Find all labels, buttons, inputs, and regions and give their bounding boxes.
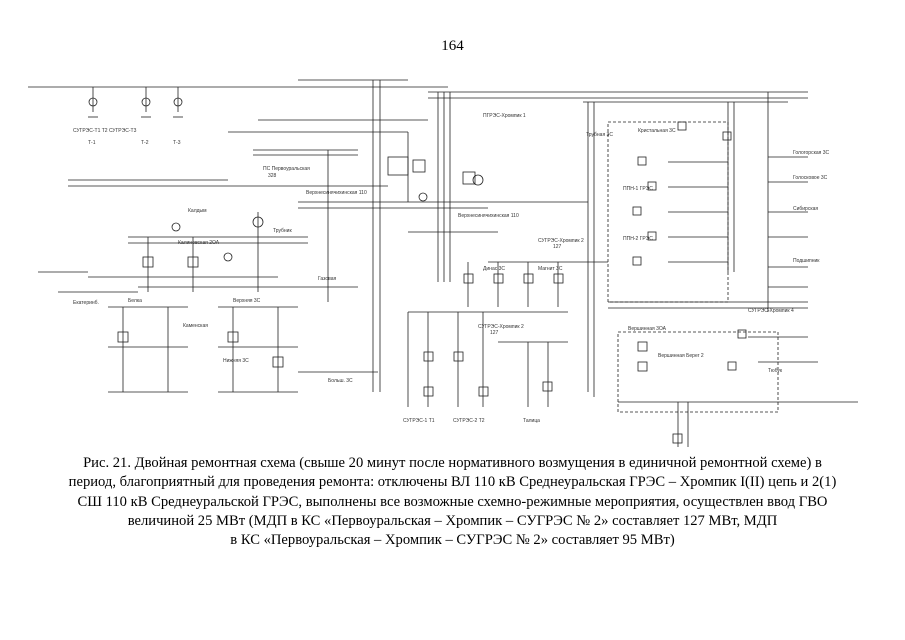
schematic-label: Талица (523, 418, 540, 424)
schematic-label: Белка (128, 298, 142, 304)
schematic-label: Кристальная 3С (638, 128, 676, 134)
schematic-label: Тюбук (768, 368, 783, 374)
transformer-symbol (88, 97, 98, 107)
caption-line: период, благоприятный для проведения рем… (68, 474, 837, 491)
schematic-label: Больш. 3С (328, 378, 353, 384)
schematic-label: Верхняя 3С (233, 298, 261, 304)
schematic-label: Верхнесинячихинская 110 (458, 213, 519, 219)
transformer-symbol (173, 97, 183, 107)
schematic-label: Т-2 (141, 140, 149, 146)
schematic-label: СУГРЭС-Хромпик 2 (538, 238, 584, 244)
schematic-label: Трубник (273, 228, 292, 234)
schematic-label: Т-1 (88, 140, 96, 146)
substation-box (462, 171, 476, 185)
schematic-label: СУГРЭС-Хромпик 4 (748, 308, 794, 314)
transformer-symbol (141, 97, 151, 107)
caption-line: СШ 110 кВ Среднеуральской ГРЭС, выполнен… (77, 493, 828, 510)
schematic-label: ППН-1 ГРЭС (623, 186, 653, 192)
schematic-label: СУГРЭС-Т1 Т2 СУГРЭС-Т3 (73, 128, 137, 134)
schematic-label: ППН-2 ГРЭС (623, 236, 653, 242)
schematic-label: Екатеринб. (73, 300, 99, 306)
schematic-label: Нижняя 3С (223, 358, 249, 364)
schematic-label: 328 (268, 173, 277, 179)
schematic-label: Т-3 (173, 140, 181, 146)
schematic-label: 127 (553, 244, 562, 250)
schematic-label: Газовая (318, 276, 337, 282)
schematic-label: Магнит 3С (538, 266, 563, 272)
schematic-label: СУГРЭС-1 Т1 (403, 418, 435, 424)
schematic-label: Голосковое 3С (793, 175, 828, 181)
schematic-label: Гологорская 3С (793, 150, 830, 156)
caption-line: в КС «Первоуральская – Хромпик – СУГРЭС … (230, 532, 675, 549)
schematic-label: СУГРЭС-Хромпик 2 (478, 324, 524, 330)
schematic-label: Вершинная Берег 2 (658, 353, 704, 359)
schematic-label: Динас 3С (483, 266, 505, 272)
substation-box (412, 159, 426, 173)
schematic-label: СУГРЭС-2 Т2 (453, 418, 485, 424)
caption-line: величиной 25 МВт (МДП в КС «Первоуральск… (127, 512, 778, 529)
schematic-label: Подшипник (793, 258, 820, 264)
schematic-label: ПС Первоуральская (263, 166, 310, 172)
schematic-label: ПГРЭС-Хромпик 1 (483, 113, 526, 119)
schematic-label: Вершинная 3ОА (628, 326, 667, 332)
schematic-label: Сибирская (793, 206, 818, 212)
figure-caption: Рис. 21. Двойная ремонтная схема (свыше … (40, 454, 865, 550)
schematic-label: Каменская (183, 323, 208, 329)
substation-box (387, 156, 409, 176)
schematic-label: Верхнесинячихинская 110 (306, 190, 367, 196)
caption-line: Рис. 21. Двойная ремонтная схема (свыше … (83, 455, 822, 471)
schematic-label: Калиновская 2ОА (178, 240, 220, 246)
schematic-label: 127 (490, 330, 499, 336)
schematic-label: Трубная 3С (586, 132, 613, 138)
page-number: 164 (441, 38, 464, 54)
dashed-region (617, 331, 779, 413)
schematic-label: Калдым (188, 208, 207, 214)
power-grid-schematic: СУГРЭС-Т1 Т2 СУГРЭС-Т3 ПС Первоуральская… (28, 79, 858, 447)
